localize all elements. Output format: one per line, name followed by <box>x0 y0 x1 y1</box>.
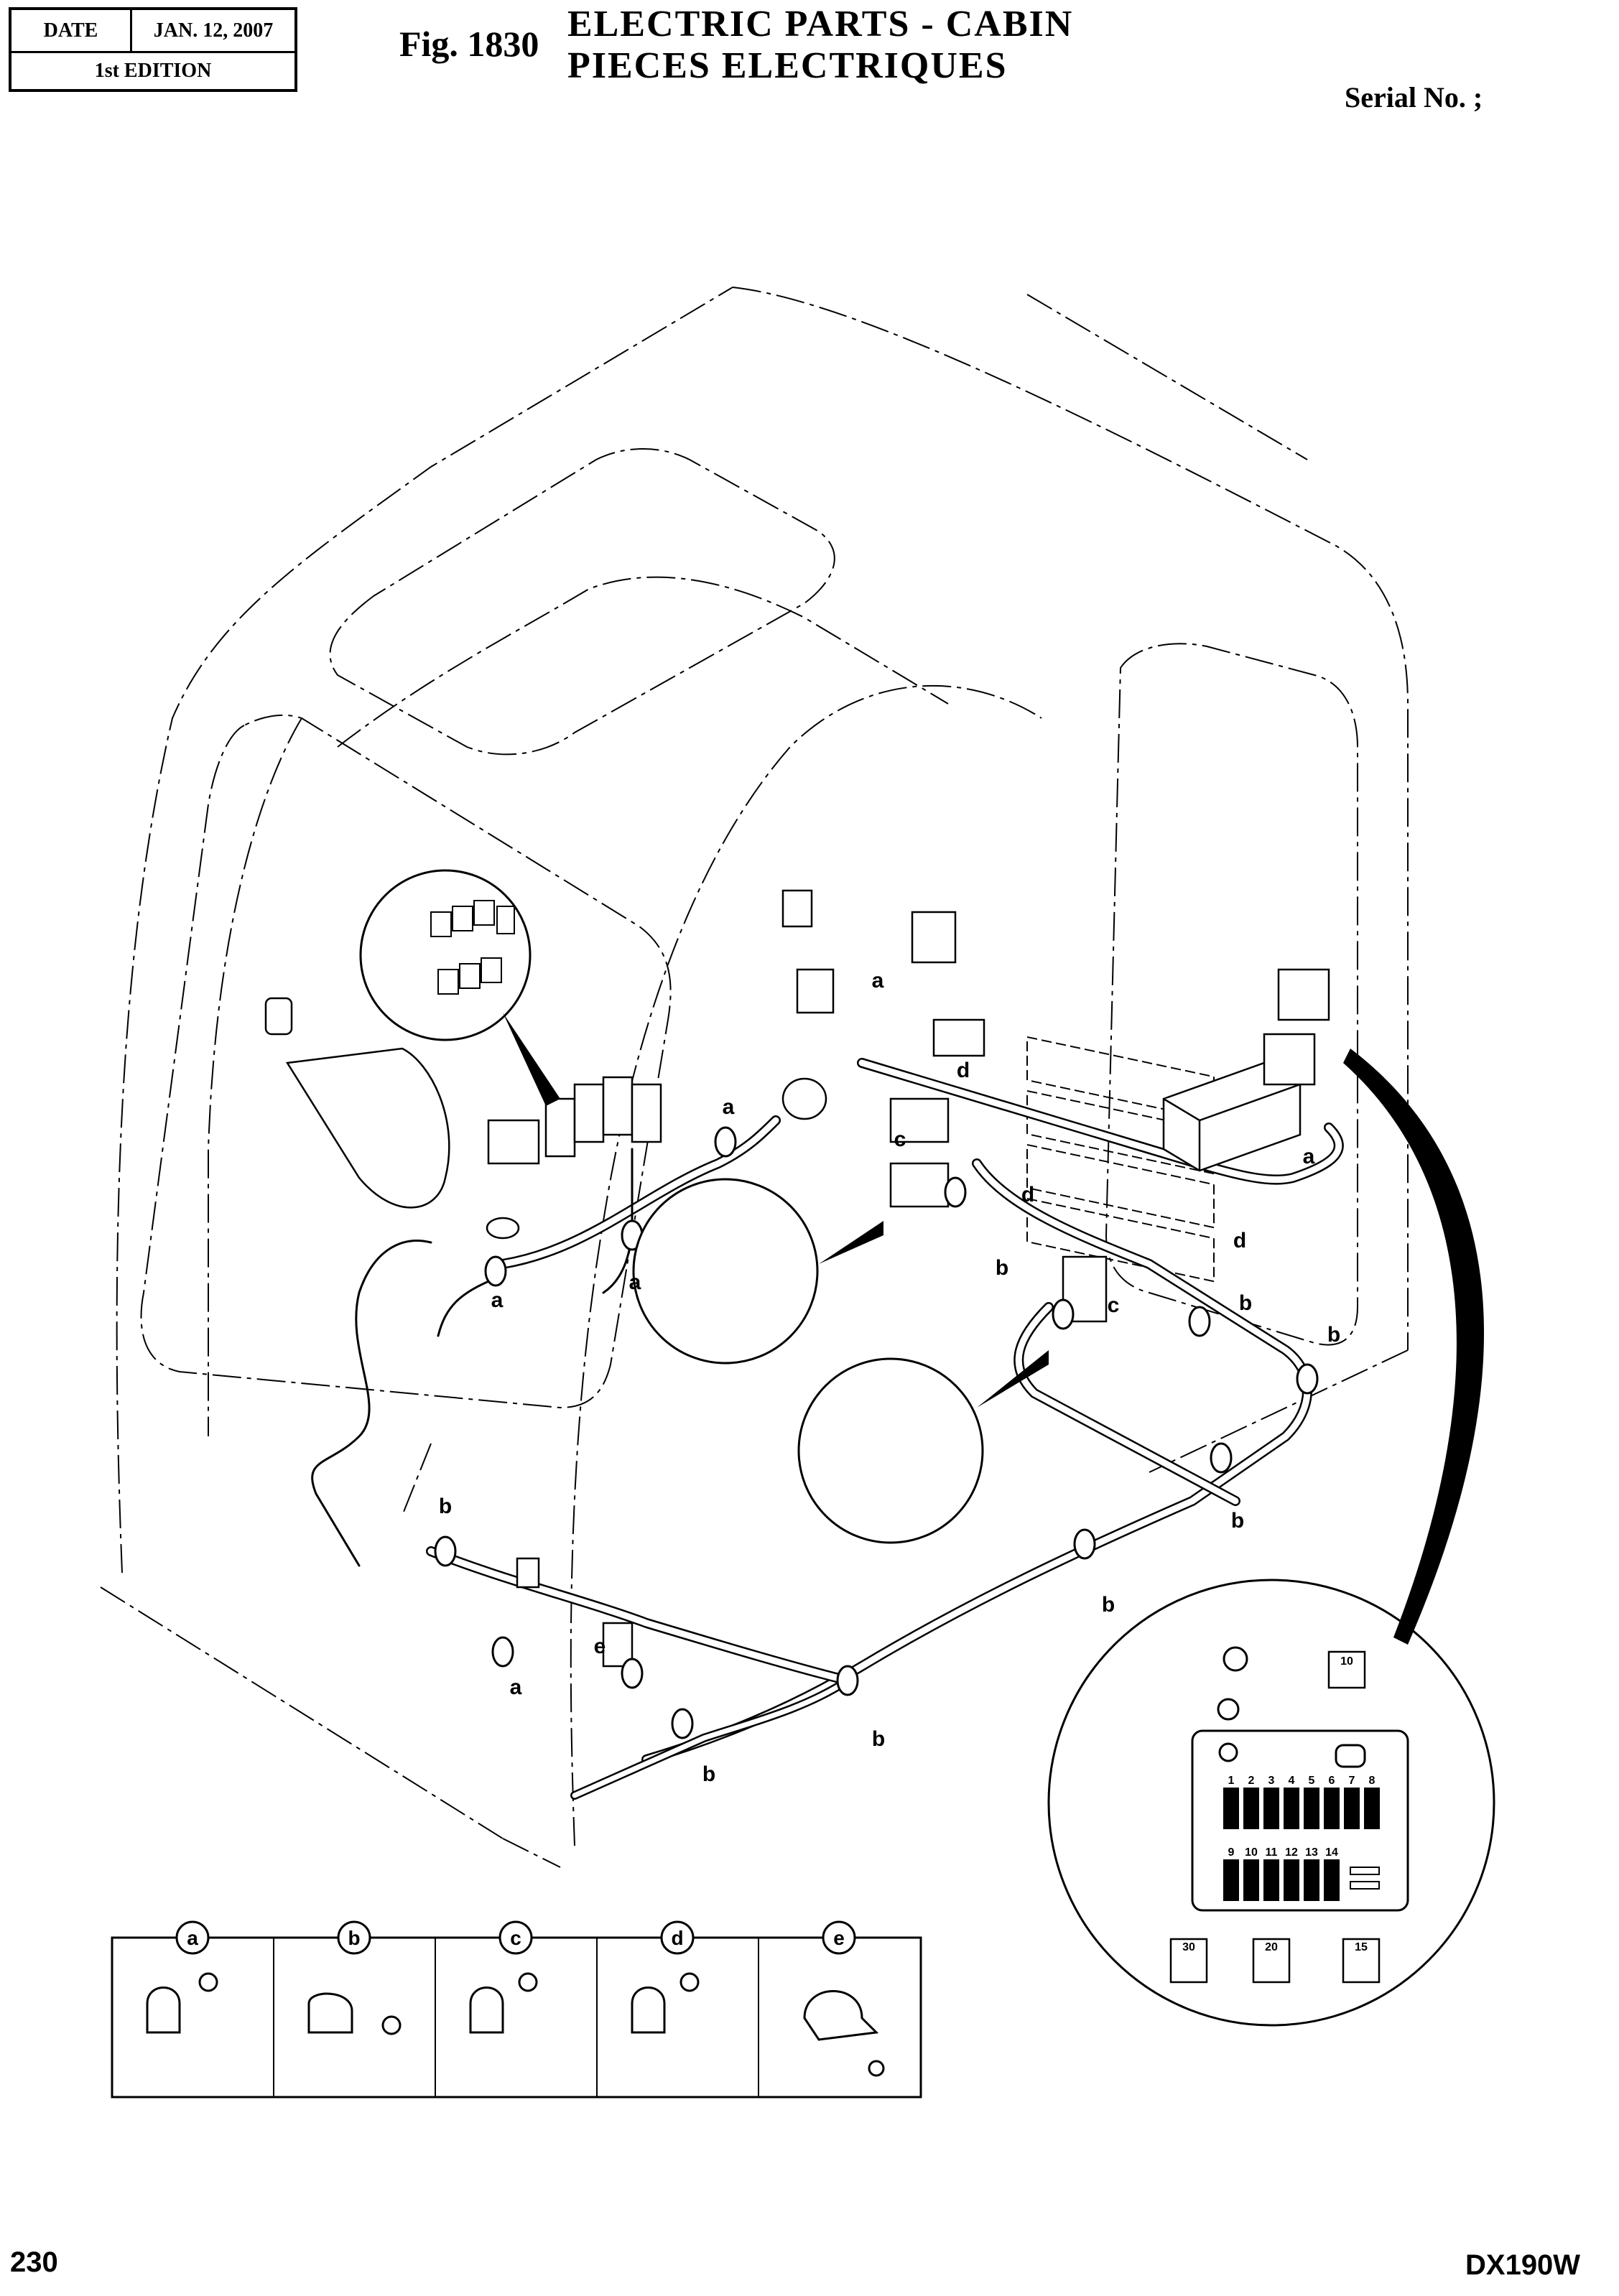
fuse-row-bottom <box>1223 1859 1380 1901</box>
serial-number-label: Serial No. ; <box>1345 81 1483 113</box>
fuse-top-number-labels: 1 2 3 4 5 6 7 8 <box>1228 1775 1376 1787</box>
callout-b: b <box>872 1727 885 1751</box>
svg-text:7: 7 <box>1349 1775 1355 1787</box>
svg-text:1: 1 <box>1228 1775 1235 1787</box>
callout-d: d <box>1233 1229 1246 1252</box>
model-number: DX190W <box>1465 2249 1581 2281</box>
legend-letter-d: d <box>671 1927 683 1949</box>
roof-window-outline <box>329 448 835 756</box>
svg-text:5: 5 <box>1309 1775 1315 1787</box>
legend-letter-b: b <box>348 1927 360 1949</box>
title-english: ELECTRIC PARTS - CABIN <box>567 4 1074 45</box>
svg-text:30: 30 <box>1182 1941 1195 1953</box>
legend-letter-e: e <box>833 1927 845 1949</box>
cabin-outline <box>100 287 1409 1868</box>
callout-labels: a a a a a a b b b b b b b b c c d d d e <box>439 969 1340 1786</box>
left-side-window <box>140 714 672 1409</box>
callout-e: e <box>594 1635 606 1658</box>
svg-text:13: 13 <box>1305 1846 1318 1859</box>
date-label: DATE <box>11 10 132 53</box>
callout-a: a <box>510 1675 522 1699</box>
callout-b: b <box>1327 1323 1340 1347</box>
detail-leader-wedges <box>503 1013 1485 1645</box>
svg-text:8: 8 <box>1369 1775 1376 1787</box>
harness-clamps <box>434 1126 1319 1739</box>
title-french: PIECES ELECTRIQUES <box>567 45 1008 86</box>
callout-c: c <box>894 1128 906 1151</box>
callout-a: a <box>491 1288 504 1312</box>
fuse-rating-labels: 10 30 20 15 <box>1182 1655 1368 1953</box>
fuse-box-bolt <box>1217 1646 1248 1762</box>
date-edition-box: DATE JAN. 12, 2007 1st EDITION <box>9 7 297 92</box>
legend-letter-a: a <box>187 1927 198 1949</box>
svg-text:4: 4 <box>1289 1775 1295 1787</box>
page-number: 230 <box>10 2246 58 2278</box>
fuse-bottom-number-labels: 9 10 11 12 13 14 <box>1228 1846 1338 1859</box>
legend-letter-c: c <box>510 1927 521 1949</box>
fuse-row-top <box>1223 1788 1380 1829</box>
switch-detail <box>430 900 515 995</box>
svg-text:2: 2 <box>1248 1775 1255 1787</box>
callout-b: b <box>996 1256 1008 1280</box>
edition-label: 1st EDITION <box>94 60 212 82</box>
svg-text:9: 9 <box>1228 1846 1235 1859</box>
svg-text:20: 20 <box>1265 1941 1278 1953</box>
svg-text:10: 10 <box>1340 1655 1353 1668</box>
date-value: JAN. 12, 2007 <box>132 10 294 53</box>
clamp-legend-table: a b c d e <box>111 1920 922 2099</box>
svg-text:10: 10 <box>1245 1846 1258 1859</box>
callout-d: d <box>1021 1183 1034 1207</box>
callout-a: a <box>723 1095 735 1119</box>
svg-text:6: 6 <box>1329 1775 1335 1787</box>
callout-a: a <box>872 969 884 993</box>
main-wiring-harness <box>311 1058 1344 1800</box>
callout-b: b <box>1102 1593 1115 1617</box>
svg-text:11: 11 <box>1266 1846 1278 1859</box>
callout-b: b <box>439 1495 452 1518</box>
harness-components <box>264 889 1330 1668</box>
callout-a: b <box>702 1762 715 1786</box>
spare-fuses <box>1169 1650 1381 1984</box>
callout-a: a <box>1303 1145 1315 1168</box>
svg-text:15: 15 <box>1355 1941 1368 1953</box>
callout-c: c <box>1108 1293 1120 1317</box>
callout-a: a <box>629 1270 641 1294</box>
svg-text:12: 12 <box>1285 1846 1298 1859</box>
right-rear-window <box>1105 643 1358 1346</box>
callout-b: b <box>1231 1509 1244 1533</box>
callout-b: b <box>1239 1291 1252 1315</box>
figure-number: Fig. 1830 <box>399 24 539 64</box>
svg-text:3: 3 <box>1268 1775 1275 1787</box>
callout-d: d <box>957 1059 970 1082</box>
svg-text:14: 14 <box>1325 1846 1338 1859</box>
